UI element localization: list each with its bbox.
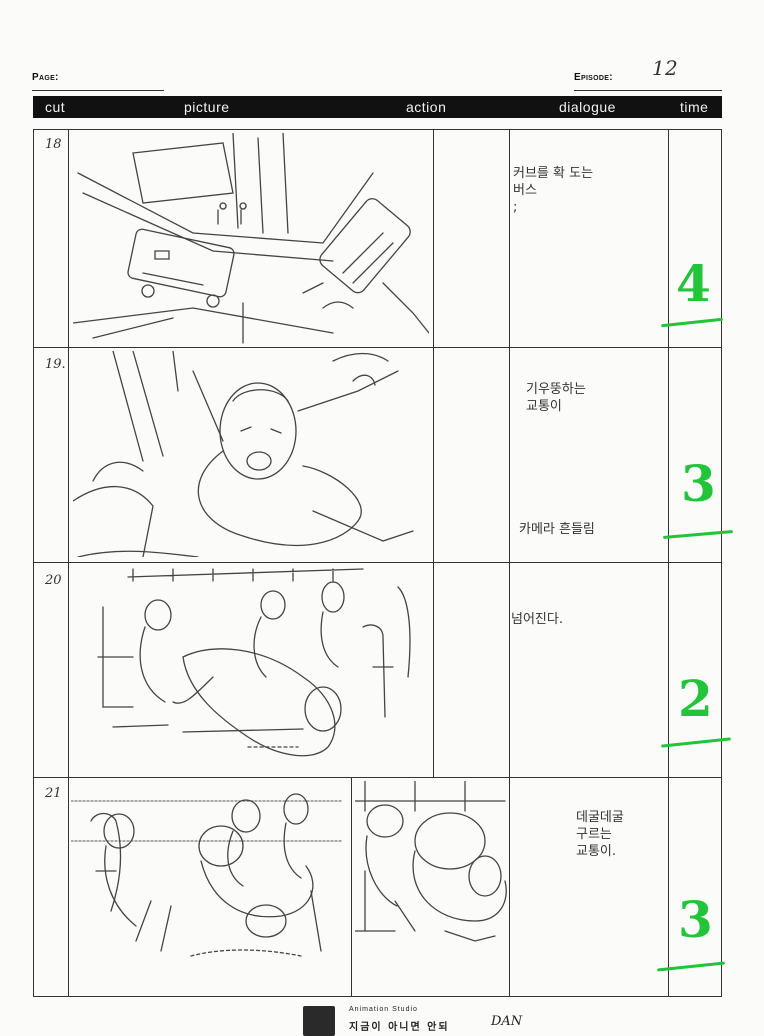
- dialogue-text: 커브를 확 도는 버스 ;: [513, 166, 594, 215]
- grid-line: [33, 129, 722, 130]
- time-mark: 3: [681, 454, 716, 513]
- grid-line: [33, 347, 722, 348]
- studio-logo-icon: [303, 1006, 335, 1036]
- storyboard-grid: 18 커브를 확 도는 버스 ; 4 19.: [33, 129, 733, 997]
- time-mark: 4: [676, 254, 711, 313]
- grid-line: [33, 996, 722, 997]
- grid-line: [721, 129, 722, 997]
- dialogue-text: 기우뚱하는 교통이: [526, 382, 586, 414]
- cut-number: 20: [45, 573, 62, 588]
- sketch-falling-down: [73, 567, 429, 773]
- sketch-rolling-right: [355, 781, 507, 961]
- studio-stamp: Animation Studio 지금이 아니면 안되 DAN: [303, 1002, 603, 1036]
- page-field: Page:: [32, 72, 164, 91]
- dialogue-text: 넘어진다.: [511, 612, 563, 627]
- sketch-rolling-left: [71, 781, 347, 961]
- episode-field: Episode: 12: [574, 56, 722, 91]
- studio-signature: DAN: [491, 1014, 523, 1029]
- grid-line: [433, 129, 434, 777]
- column-time: time: [680, 99, 709, 115]
- grid-line: [33, 129, 34, 997]
- studio-name: Animation Studio: [349, 1006, 418, 1013]
- cut-number: 21: [45, 786, 62, 801]
- grid-line: [509, 129, 510, 997]
- dialogue-text: 데굴데굴 구르는 교통이.: [576, 810, 624, 859]
- sketch-bus-turning: [73, 133, 429, 345]
- studio-motto: 지금이 아니면 안되: [349, 1022, 450, 1033]
- cut-number: 19.: [45, 357, 66, 372]
- grid-line: [33, 777, 722, 778]
- time-mark: 2: [678, 669, 713, 728]
- column-dialogue: dialogue: [559, 99, 616, 115]
- grid-line: [68, 129, 69, 997]
- column-picture: picture: [184, 99, 230, 115]
- grid-line: [351, 777, 352, 996]
- grid-line: [668, 129, 669, 997]
- dialogue-extra: 카메라 흔들림: [519, 522, 595, 537]
- episode-value: 12: [652, 56, 679, 80]
- column-cut: cut: [45, 99, 66, 115]
- time-mark: 3: [678, 890, 713, 949]
- episode-label: Episode:: [574, 72, 613, 83]
- cut-number: 18: [45, 137, 62, 152]
- time-strike: [663, 529, 733, 540]
- time-strike: [661, 317, 723, 328]
- column-action: action: [406, 99, 447, 115]
- page-label: Page:: [32, 72, 59, 83]
- column-header-bar: cut picture action dialogue time: [33, 96, 722, 118]
- grid-line: [33, 562, 722, 563]
- sketch-character-wobbling: [73, 351, 429, 557]
